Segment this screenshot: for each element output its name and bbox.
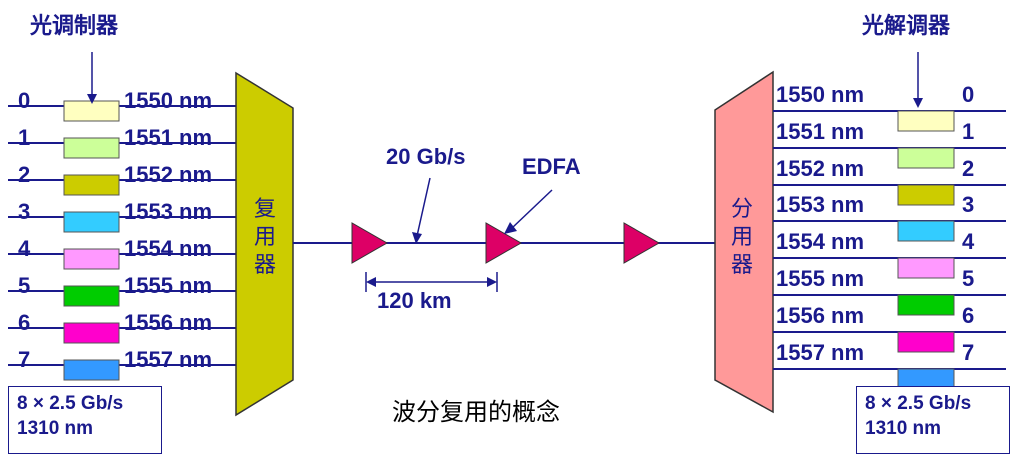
demodulator-box — [897, 220, 955, 242]
channel-index-label: 0 — [18, 88, 31, 113]
amplifier-triangle — [623, 222, 661, 264]
channel-index-label: 7 — [962, 340, 975, 365]
left-info-wavelength: 1310 nm — [17, 418, 94, 439]
wavelength-label: 1551 nm — [776, 119, 865, 144]
modulator-box — [63, 359, 120, 381]
edfa-label: EDFA — [522, 154, 581, 179]
demodulator-box — [897, 331, 955, 353]
channel-index-label: 3 — [962, 192, 975, 217]
edfa-pointer — [511, 189, 553, 229]
channel-index-label: 2 — [962, 156, 975, 181]
modulator-box — [63, 322, 120, 344]
wavelength-label: 1554 nm — [776, 229, 865, 254]
wavelength-label: 1551 nm — [124, 125, 213, 150]
channel-index-label: 4 — [962, 229, 975, 254]
arrowhead — [412, 232, 422, 244]
wavelength-label: 1554 nm — [124, 236, 213, 261]
channel-index-label: 2 — [18, 162, 31, 187]
modulator-box — [63, 174, 120, 196]
channel-index-label: 5 — [962, 266, 975, 291]
channel-index-label: 0 — [962, 82, 975, 107]
modulator-box — [63, 211, 120, 233]
wavelength-label: 1552 nm — [124, 162, 213, 187]
channel-index-label: 6 — [962, 303, 975, 328]
wavelength-label: 1556 nm — [776, 303, 865, 328]
demux-label: 分 用 器 — [730, 197, 753, 278]
multiplexer — [235, 71, 294, 417]
wavelength-label: 1550 nm — [124, 88, 213, 113]
channel-index-label: 7 — [18, 347, 31, 372]
right-info-wavelength: 1310 nm — [865, 418, 942, 439]
channel-index-label: 3 — [18, 199, 31, 224]
modulator-box — [63, 285, 120, 307]
amplifier-triangle — [351, 222, 389, 264]
wavelength-label: 1550 nm — [776, 82, 865, 107]
modulator-box — [63, 137, 120, 159]
mux-label: 复 用 器 — [253, 197, 276, 278]
modulator-box — [63, 248, 120, 270]
rate-pointer — [416, 177, 431, 237]
amplifier-triangle — [485, 222, 523, 264]
demodulator-box — [897, 184, 955, 206]
demodulator-box — [897, 110, 955, 132]
diagram-caption: 波分复用的概念 — [392, 398, 560, 426]
wavelength-label: 1552 nm — [776, 156, 865, 181]
channel-index-label: 1 — [18, 125, 31, 150]
demodulator-box — [897, 147, 955, 169]
arrowhead — [913, 98, 923, 108]
wavelength-label: 1553 nm — [124, 199, 213, 224]
wavelength-label: 1556 nm — [124, 310, 213, 335]
arrowhead — [487, 277, 497, 287]
arrowhead — [504, 222, 517, 234]
modulator-title: 光调制器 — [30, 14, 119, 39]
wavelength-label: 1557 nm — [776, 340, 865, 365]
demodulator-box — [897, 257, 955, 279]
demodulator-box — [897, 294, 955, 316]
arrowhead — [87, 94, 97, 104]
modulator-box — [63, 100, 120, 122]
right-info-rate: 8 × 2.5 Gb/s — [865, 393, 972, 414]
left-info-rate: 8 × 2.5 Gb/s — [17, 393, 124, 414]
span-length-label: 120 km — [377, 288, 452, 313]
wavelength-label: 1557 nm — [124, 347, 213, 372]
right-info-box: 8 × 2.5 Gb/s 1310 nm — [856, 386, 1010, 454]
channel-index-label: 1 — [962, 119, 975, 144]
left-info-box: 8 × 2.5 Gb/s 1310 nm — [8, 386, 162, 454]
wavelength-label: 1555 nm — [124, 273, 213, 298]
demodulator-title: 光解调器 — [862, 14, 951, 39]
demultiplexer — [714, 70, 774, 414]
channel-index-label: 4 — [18, 236, 31, 261]
link-rate-label: 20 Gb/s — [386, 144, 466, 169]
wavelength-label: 1553 nm — [776, 192, 865, 217]
channel-index-label: 6 — [18, 310, 31, 335]
wavelength-label: 1555 nm — [776, 266, 865, 291]
arrowhead — [366, 277, 376, 287]
channel-index-label: 5 — [18, 273, 31, 298]
